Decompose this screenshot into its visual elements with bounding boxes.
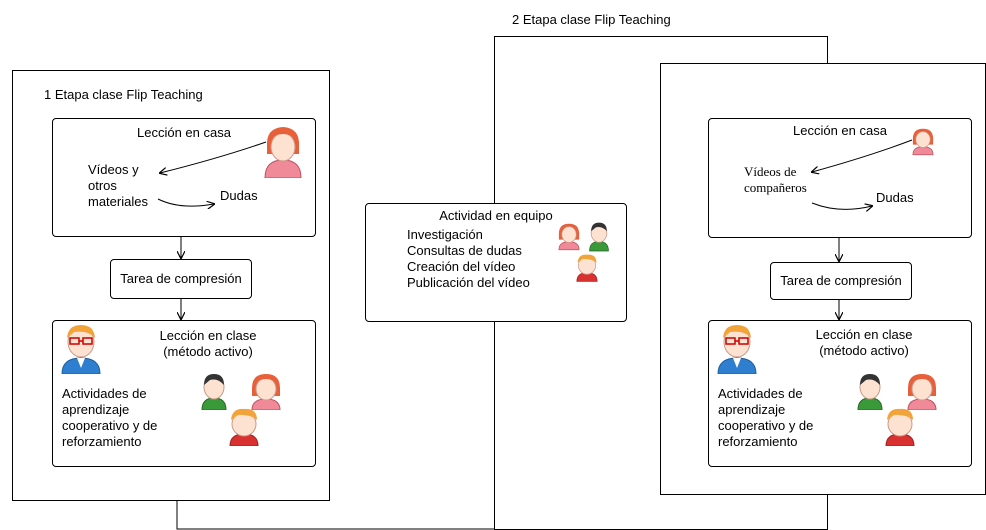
stage2-home-lesson-title: Lección en casa xyxy=(793,123,887,138)
stage1-materials-to-doubts-arrow xyxy=(157,198,214,206)
stage1-materials-line2: otros xyxy=(88,178,117,193)
team-activity-item: Investigación xyxy=(407,227,483,242)
girl-avatar-icon xyxy=(912,128,934,156)
stage1-materials-line3: materiales xyxy=(88,194,148,209)
team-activity-item: Creación del vídeo xyxy=(407,259,516,274)
team-activity-item: Consultas de dudas xyxy=(407,243,522,258)
stage2-materials-line1: Vídeos de xyxy=(744,164,797,179)
boy-avatar-icon xyxy=(201,374,227,410)
stage1-doubts: Dudas xyxy=(220,188,258,203)
stage2-activities-2: aprendizaje xyxy=(718,402,786,417)
stage1-task-box xyxy=(110,259,252,299)
stage2-teacher-to-materials-arrow xyxy=(812,139,913,172)
stage1-activities-3: cooperativo y de xyxy=(62,418,158,433)
stage1-activities-1: Actividades de xyxy=(62,386,147,401)
stage1-class-lesson-title-1: Lección en clase xyxy=(159,328,257,343)
stage2-doubts: Dudas xyxy=(876,190,914,205)
boy-avatar-icon xyxy=(885,408,915,446)
stage1-home-lesson-title: Lección en casa xyxy=(137,125,231,140)
stage1-task-label: Tarea de compresión xyxy=(120,271,242,286)
stage2-class-lesson-title-1: Lección en clase xyxy=(815,327,913,342)
girl-avatar-icon xyxy=(251,374,281,410)
boy-avatar-icon xyxy=(229,408,259,446)
stage2-task-label: Tarea de compresión xyxy=(780,273,902,288)
stage1-materials-line1: Vídeos y xyxy=(88,162,139,177)
girl-avatar-icon xyxy=(558,223,580,251)
boy-avatar-icon xyxy=(589,222,609,252)
stage2-materials-line2: compañeros xyxy=(744,180,807,195)
boy-avatar-icon xyxy=(576,254,598,282)
team-activity-item: Publicación del vídeo xyxy=(407,275,530,290)
stage2-materials-to-doubts-arrow xyxy=(811,202,872,209)
stage2-activities-1: Actividades de xyxy=(718,386,803,401)
stage1-title: 1 Etapa clase Flip Teaching xyxy=(44,87,203,102)
stage2-activities-3: cooperativo y de xyxy=(718,418,814,433)
stage1-activities-4: reforzamiento xyxy=(62,434,142,449)
girl-avatar-icon xyxy=(264,127,302,178)
stage1-teacher-to-materials-arrow xyxy=(160,141,267,173)
boy-avatar-icon xyxy=(857,374,883,410)
girl-avatar-icon xyxy=(907,374,937,410)
stage1-activities-2: aprendizaje xyxy=(62,402,130,417)
team-activity-title: Actividad en equipo xyxy=(439,208,553,223)
stage2-class-lesson-title-2: (método activo) xyxy=(819,343,909,358)
stage2-title: 2 Etapa clase Flip Teaching xyxy=(512,12,671,27)
teacher-avatar-icon xyxy=(61,325,101,374)
teacher-avatar-icon xyxy=(717,325,757,374)
stage1-class-lesson-title-2: (método activo) xyxy=(163,344,253,359)
stage2-activities-4: reforzamiento xyxy=(718,434,798,449)
stage2-task-box xyxy=(770,262,912,300)
